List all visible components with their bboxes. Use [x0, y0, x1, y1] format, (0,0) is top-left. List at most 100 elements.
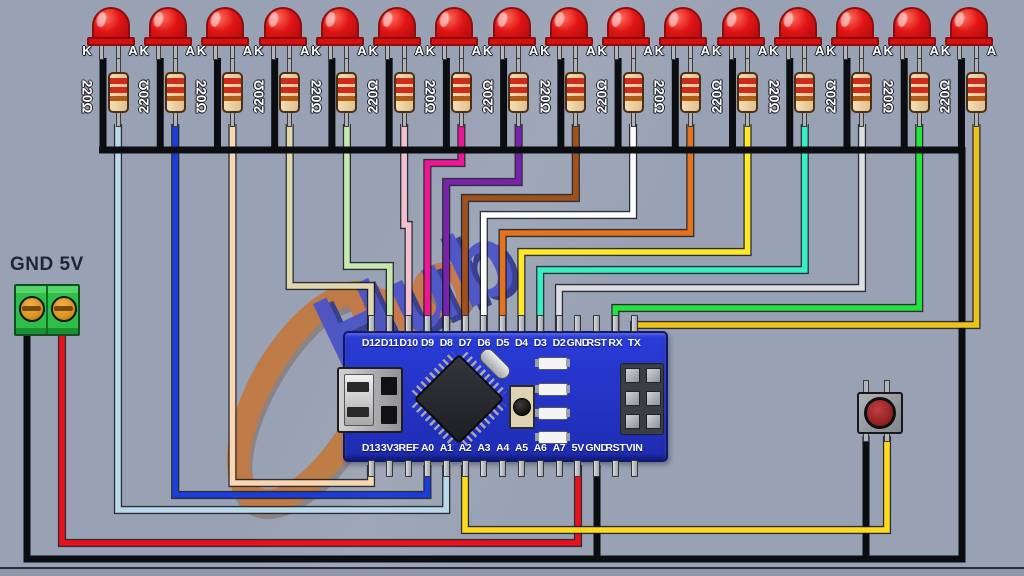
led-6-cathode-label: K [368, 43, 378, 58]
resistor-5-band-2 [338, 87, 356, 93]
terminal-screw-5v-slot [54, 306, 73, 311]
board-reset-button [509, 385, 535, 429]
resistor-11-band-3 [681, 96, 699, 101]
led-6-flange [373, 37, 422, 46]
smd-2-cap-right [566, 385, 570, 393]
arduino-top-pin-label-D12: D12 [361, 337, 381, 349]
mcu-pins-left [411, 351, 457, 397]
led-16-flange [945, 37, 994, 46]
smd-3-cap-left [535, 409, 539, 417]
led-13-cathode-label: K [769, 43, 779, 58]
resistor-15 [908, 72, 930, 113]
arduino-top-pin-label-D3: D3 [533, 337, 547, 349]
arduino-bottom-pin-A0 [423, 460, 431, 477]
wire-led-5-pale-green [344, 124, 393, 331]
led-7-cathode-label: K [425, 43, 436, 58]
resistor-8-band-3 [510, 96, 528, 101]
resistor-11 [679, 72, 701, 113]
arduino-top-pin-label-D9: D9 [420, 337, 434, 349]
terminal-divider [46, 286, 48, 334]
arduino-top-pin-D9 [423, 315, 431, 332]
resistor-10-band-2 [624, 87, 642, 93]
wire-led-9-brown [462, 124, 579, 331]
resistor-9 [565, 72, 587, 113]
resistor-3-band-1 [223, 78, 241, 84]
led-12-cathode-label: K [711, 43, 722, 58]
smd-1-cap-left [535, 359, 539, 367]
arduino-bottom-pin-A4 [499, 460, 507, 477]
led-5-flange [315, 37, 364, 46]
arduino-top-pin-label-D11: D11 [380, 337, 399, 349]
arduino-bottom-pin-A7 [555, 460, 563, 477]
led-13-flange [773, 37, 822, 46]
wire-led-10-white [481, 124, 636, 331]
arduino-top-pin-label-D5: D5 [496, 337, 509, 349]
smd-component-3 [535, 407, 570, 420]
wire-gnd-bus [23, 147, 966, 563]
icsp-pin-5 [625, 414, 640, 429]
led-15-anode-label: A [929, 43, 939, 58]
usb-slot-1 [347, 382, 369, 392]
arduino-top-pin-RST [593, 315, 601, 332]
arduino-top-pin-label-RX: RX [608, 337, 623, 349]
led-14-flange [830, 37, 879, 46]
wire-button-signal [462, 436, 890, 533]
led-11-cathode-label: K [654, 43, 664, 58]
resistor-5-band-3 [338, 96, 356, 101]
led-8-cathode-label: K [482, 43, 493, 58]
led-3-anode-label: A [242, 43, 253, 58]
arduino-bottom-pin-A6 [536, 460, 544, 477]
led-6-anode-label: A [414, 43, 424, 58]
resistor-11-band-1 [681, 78, 699, 84]
resistor-12-band-2 [739, 87, 757, 93]
smd-component-4 [535, 431, 570, 444]
smd-3-cap-right [566, 409, 570, 417]
led-10-anode-label: A [643, 43, 653, 58]
resistor-2-band-2 [166, 87, 184, 93]
led-2-anode-label: A [185, 43, 195, 58]
arduino-top-pin-label-GND: GND [566, 337, 590, 349]
wire-led-6-pink [401, 124, 412, 331]
led-4-anode-label: A [299, 43, 310, 58]
resistor-16-band-1 [967, 78, 985, 84]
resistor-4-band-2 [281, 87, 299, 93]
arduino-bottom-pin-label-D13: D13 [361, 442, 381, 454]
led-1-flange [87, 37, 135, 46]
resistor-6-band-1 [395, 78, 413, 84]
resistor-9-band-2 [567, 87, 585, 93]
resistor-13-band-1 [796, 78, 814, 84]
smd-4-cap-left [535, 433, 539, 441]
arduino-top-pin-label-D10: D10 [399, 337, 418, 349]
resistor-10-band-3 [624, 96, 642, 101]
arduino-bottom-pin-label-REF: REF [398, 442, 419, 454]
resistor-3-band-2 [223, 87, 241, 93]
icsp-pin-4 [646, 391, 661, 406]
arduino-bottom-pin-A1 [442, 460, 450, 477]
resistor-2-band-1 [166, 78, 184, 84]
usb-contact-2 [381, 406, 397, 424]
led-16-cathode-label: K [940, 43, 951, 58]
arduino-bottom-pin-A5 [517, 460, 525, 477]
led-3-flange [201, 37, 250, 46]
resistor-12-band-3 [739, 96, 757, 101]
resistor-2-band-3 [166, 96, 184, 101]
usb-contact-1 [381, 377, 397, 395]
led-1-anode-label: A [128, 43, 138, 58]
arduino-bottom-pin-label-VIN: VIN [625, 442, 643, 454]
resistor-5-band-1 [338, 78, 356, 84]
led-11-flange [659, 37, 708, 46]
wire-led-7-magenta [424, 124, 465, 331]
push-button-cap [864, 397, 896, 429]
led-14-anode-label: A [872, 43, 882, 58]
arduino-top-pin-D2 [555, 315, 563, 332]
resistor-15-band-3 [910, 96, 928, 101]
arduino-bottom-pin-label-A2: A2 [458, 442, 472, 454]
led-10-cathode-label: K [597, 43, 607, 58]
icsp-pin-1 [625, 368, 640, 383]
led-9-flange [544, 37, 593, 46]
resistor-4-band-3 [281, 96, 299, 101]
smd-component-2 [535, 383, 570, 396]
led-2-cathode-label: K [139, 43, 149, 58]
